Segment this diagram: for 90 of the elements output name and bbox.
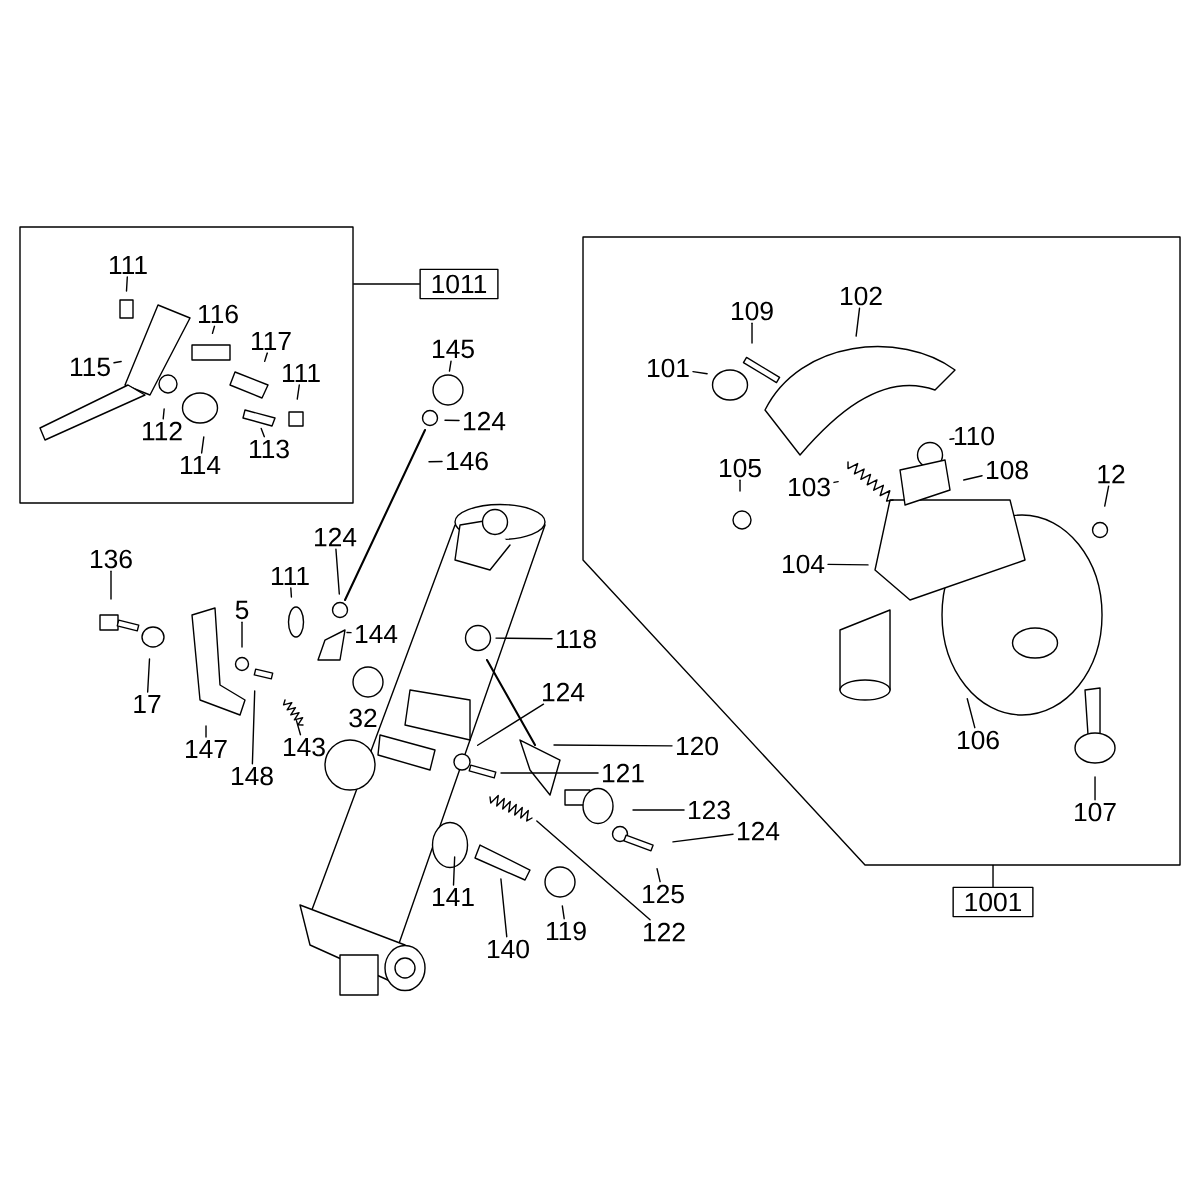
callout-number: 119 bbox=[547, 921, 586, 941]
group-frame bbox=[19, 226, 354, 504]
leader-line bbox=[1104, 485, 1110, 507]
callout-number: 141 bbox=[433, 887, 474, 907]
label-text: 32 bbox=[349, 708, 377, 728]
leader-line bbox=[251, 690, 256, 765]
leader-line bbox=[751, 322, 753, 344]
leader-line bbox=[672, 833, 734, 843]
callout-number: 125 bbox=[643, 884, 684, 904]
callout-number: 111 bbox=[283, 363, 320, 383]
callout-number: 124 bbox=[543, 682, 585, 702]
leader-line bbox=[1094, 776, 1096, 801]
leader-line bbox=[113, 360, 122, 364]
callout-number: 113 bbox=[250, 439, 289, 459]
callout-number: 123 bbox=[689, 800, 730, 820]
leader-line bbox=[855, 307, 861, 337]
leader-line bbox=[500, 878, 508, 938]
leader-line bbox=[125, 276, 128, 292]
leader-line bbox=[162, 408, 165, 420]
callout-number: 148 bbox=[232, 766, 273, 786]
callout-number: 111 bbox=[110, 255, 147, 275]
leader-line bbox=[260, 427, 266, 438]
callout-number: 104 bbox=[783, 554, 825, 574]
callout-number: 144 bbox=[356, 624, 398, 644]
callout-number: 108 bbox=[987, 460, 1028, 480]
leader-line bbox=[827, 563, 869, 566]
leader-line bbox=[632, 809, 685, 811]
leader-line bbox=[444, 419, 460, 422]
callout-number: 120 bbox=[677, 736, 718, 756]
leader-line bbox=[495, 637, 553, 640]
leader-line bbox=[146, 658, 151, 693]
callout-number: 124 bbox=[464, 411, 506, 431]
leader-line bbox=[295, 719, 302, 736]
callout-number: 101 bbox=[648, 358, 689, 378]
callout-number: 118 bbox=[557, 629, 596, 649]
leader-line bbox=[211, 325, 216, 335]
callout-number: 136 bbox=[91, 549, 132, 569]
callout-number: 145 bbox=[433, 339, 474, 359]
callout-number: 122 bbox=[644, 922, 685, 942]
callout-number: 17 bbox=[134, 694, 161, 714]
callout-number: 110 bbox=[955, 426, 994, 446]
connector-line bbox=[992, 864, 994, 888]
leader-line bbox=[476, 703, 545, 746]
leader-line bbox=[428, 460, 443, 463]
leader-line bbox=[205, 725, 207, 738]
callout-number: 146 bbox=[447, 451, 488, 471]
leader-line bbox=[110, 570, 112, 600]
leader-line bbox=[500, 772, 599, 774]
leader-line bbox=[241, 621, 243, 648]
leader-line bbox=[966, 698, 976, 729]
callout-number: 116 bbox=[199, 304, 238, 324]
callout-number: 124 bbox=[315, 527, 357, 547]
callout-number: 107 bbox=[1075, 802, 1116, 822]
leader-line bbox=[949, 438, 955, 440]
leader-line bbox=[296, 384, 300, 400]
callout-number: 124 bbox=[738, 821, 780, 841]
leader-line bbox=[452, 856, 456, 886]
callout-number: 115 bbox=[71, 357, 110, 377]
callout-number: 121 bbox=[603, 763, 644, 783]
callout-number: 147 bbox=[186, 739, 227, 759]
callout-number: 140 bbox=[488, 939, 529, 959]
leader-line bbox=[346, 631, 352, 634]
callout-number: 117 bbox=[252, 331, 291, 351]
connector-line bbox=[353, 283, 421, 285]
callout-number: 103 bbox=[789, 477, 830, 497]
callout-number: 12 bbox=[1098, 464, 1125, 484]
leader-line bbox=[536, 820, 651, 921]
leader-line bbox=[290, 587, 293, 598]
leader-line bbox=[656, 868, 661, 883]
leader-line bbox=[553, 744, 673, 747]
callout-number: 5 bbox=[235, 600, 249, 620]
leader-line bbox=[833, 480, 839, 484]
leader-line bbox=[200, 436, 205, 454]
leader-line bbox=[692, 370, 708, 375]
callout-number: 106 bbox=[958, 730, 999, 750]
assembly-number-box: 1011 bbox=[419, 268, 499, 300]
callout-number: 114 bbox=[181, 455, 221, 475]
leader-line bbox=[963, 475, 983, 481]
leader-line bbox=[561, 905, 565, 920]
leader-line bbox=[263, 352, 268, 363]
callout-number: 112 bbox=[143, 421, 182, 441]
callout-number: 111 bbox=[272, 566, 309, 586]
leader-line bbox=[739, 479, 741, 492]
assembly-number-box: 1001 bbox=[952, 886, 1034, 918]
leader-line bbox=[448, 360, 452, 372]
leader-line bbox=[335, 548, 340, 595]
callout-number: 105 bbox=[720, 458, 761, 478]
callout-number: 102 bbox=[841, 286, 882, 306]
callout-number: 109 bbox=[732, 301, 773, 321]
callout-number: 143 bbox=[284, 737, 325, 757]
